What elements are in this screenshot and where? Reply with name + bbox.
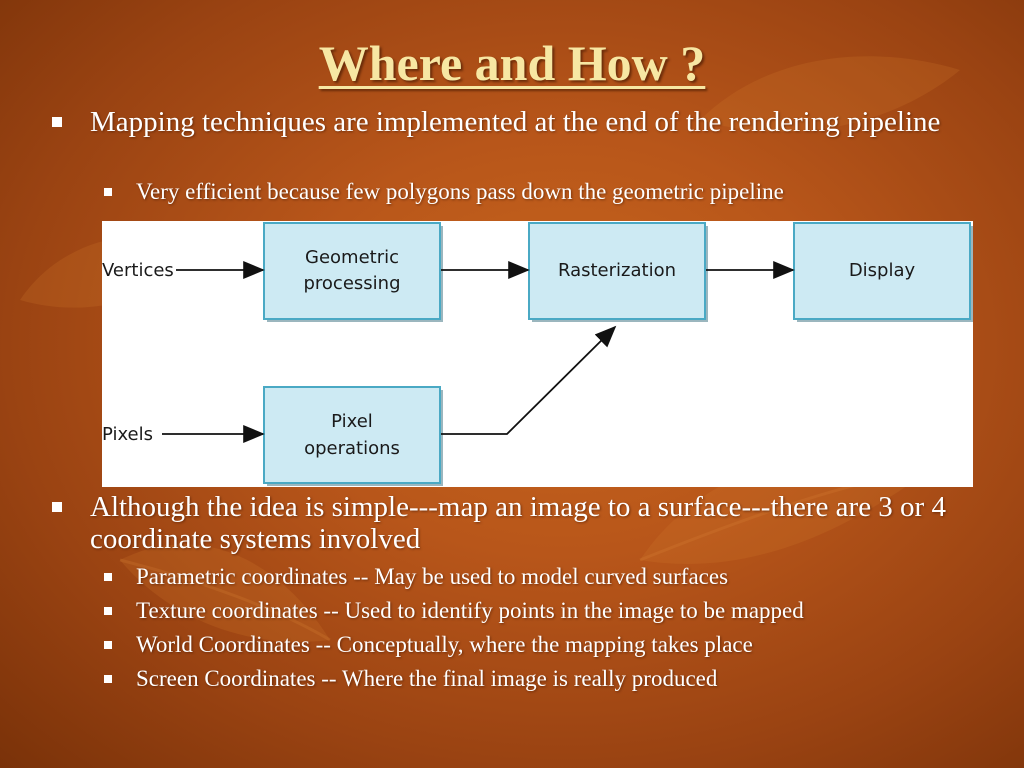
- pixel-label-line1: Pixel: [331, 411, 373, 432]
- geometric-processing-box: [263, 222, 441, 320]
- slide-title: Where and How ?: [318, 35, 706, 91]
- display-box: [793, 222, 971, 320]
- sub-bullet-item: World Coordinates -- Conceptually, where…: [104, 630, 984, 660]
- geometric-label-line2: processing: [303, 273, 400, 294]
- bullet-square-icon: [104, 188, 112, 196]
- bullet-square-icon: [52, 117, 62, 127]
- pixels-label: Pixels: [102, 424, 153, 445]
- sub-bullet-item: Parametric coordinates -- May be used to…: [104, 562, 984, 592]
- bullet-square-icon: [104, 607, 112, 615]
- bullet-text: Mapping techniques are implemented at th…: [90, 106, 941, 138]
- sub-bullet-item: Texture coordinates -- Used to identify …: [104, 596, 984, 626]
- bullet-square-icon: [104, 675, 112, 683]
- pixel-operations-box: [263, 386, 441, 484]
- bullet-item: Mapping techniques are implemented at th…: [52, 106, 972, 138]
- bullet-square-icon: [104, 641, 112, 649]
- rasterization-label: Rasterization: [558, 260, 676, 281]
- sub-bullet-text: Screen Coordinates -- Where the final im…: [136, 666, 718, 691]
- bullet-text: Although the idea is simple---map an ima…: [90, 491, 946, 555]
- pipeline-diagram: Vertices Pixels Geometric processing Ras…: [102, 221, 973, 487]
- sub-bullet-text: World Coordinates -- Conceptually, where…: [136, 632, 753, 657]
- display-label: Display: [849, 260, 916, 281]
- sub-bullet-text: Texture coordinates -- Used to identify …: [136, 598, 804, 623]
- rasterization-box: [528, 222, 706, 320]
- bullet-square-icon: [104, 573, 112, 581]
- vertices-label: Vertices: [102, 260, 174, 281]
- pixel-label-line2: operations: [304, 438, 400, 459]
- bullet-square-icon: [52, 502, 62, 512]
- geometric-label-line1: Geometric: [305, 247, 399, 268]
- sub-bullet-item: Screen Coordinates -- Where the final im…: [104, 664, 984, 694]
- sub-bullet-item: Very efficient because few polygons pass…: [104, 177, 984, 207]
- bullet-item: Although the idea is simple---map an ima…: [52, 491, 972, 555]
- arrow-pixelops-to-raster: [441, 325, 617, 435]
- sub-bullet-text: Very efficient because few polygons pass…: [136, 179, 784, 204]
- sub-bullet-text: Parametric coordinates -- May be used to…: [136, 564, 729, 589]
